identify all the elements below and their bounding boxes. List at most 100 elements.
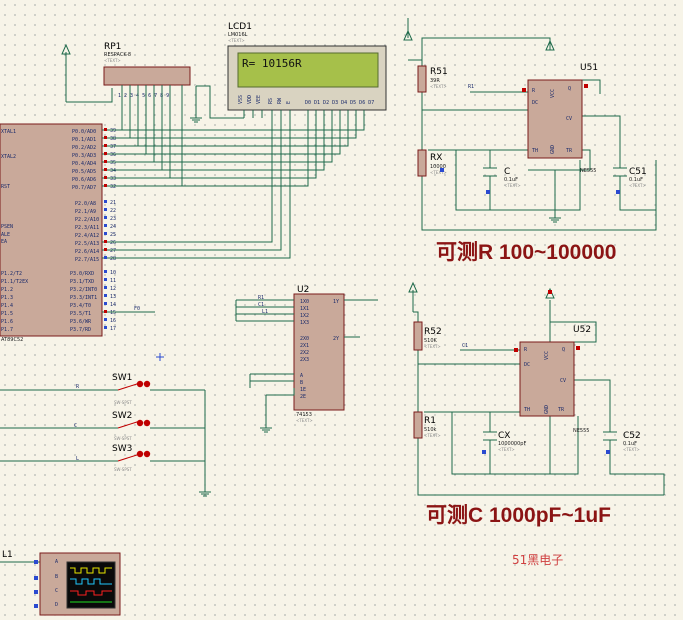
svg-text:B: B xyxy=(300,380,303,386)
svg-text:27: 27 xyxy=(110,248,116,254)
u52-ref: U52 xyxy=(573,325,591,335)
osc-r-markers xyxy=(440,84,620,194)
sw2-net: C xyxy=(74,423,77,429)
osc-r-net: R1 xyxy=(468,84,474,90)
u2-net-l1: L1 xyxy=(262,309,268,315)
svg-text:1X1: 1X1 xyxy=(300,306,309,312)
r1-value: 510k xyxy=(424,427,437,433)
lcd-pin-stubs xyxy=(243,110,365,118)
svg-text:P3.5/T1: P3.5/T1 xyxy=(70,311,91,317)
svg-text:2X0: 2X0 xyxy=(300,336,309,342)
sw2-ref: SW2 xyxy=(112,411,132,421)
svg-text:10: 10 xyxy=(110,270,116,276)
svg-text:RS: RS xyxy=(268,98,274,104)
svg-text:33: 33 xyxy=(110,176,116,182)
svg-text:P2.6/A14: P2.6/A14 xyxy=(75,249,99,255)
svg-text:P3.1/TXD: P3.1/TXD xyxy=(70,279,94,285)
u51-ref: U51 xyxy=(580,63,598,73)
svg-text:P2.5/A13: P2.5/A13 xyxy=(75,241,99,247)
switch-sw1[interactable]: SW1 R SW-SPST xyxy=(76,373,132,405)
svg-text:34: 34 xyxy=(110,168,116,174)
svg-text:P1.5: P1.5 xyxy=(1,311,13,317)
rp1-ref: RP1 xyxy=(104,42,121,52)
r52-value: 510K xyxy=(424,338,438,344)
svg-text:<TEXT>: <TEXT> xyxy=(430,84,447,89)
pin-markers xyxy=(104,128,107,329)
svg-text:P1.1/T2EX: P1.1/T2EX xyxy=(1,279,28,285)
c51-value: 0.1uF xyxy=(629,177,643,183)
svg-text:P0.0/AD0: P0.0/AD0 xyxy=(72,129,96,135)
svg-text:25: 25 xyxy=(110,232,116,238)
p3-f0-net: F0 xyxy=(102,306,155,313)
svg-text:<TEXT>: <TEXT> xyxy=(504,183,521,188)
lcd1[interactable]: LCD1 LM016L <TEXT> R= 10156R VSS VDD VEE… xyxy=(227,22,387,111)
svg-text:P0.6/AD6: P0.6/AD6 xyxy=(72,177,96,183)
svg-text:D: D xyxy=(55,602,58,608)
svg-text:XTAL1: XTAL1 xyxy=(1,129,16,135)
cx-ref: CX xyxy=(498,431,510,441)
svg-text:P1.2: P1.2 xyxy=(1,287,13,293)
svg-text:P3.7/RD: P3.7/RD xyxy=(70,327,91,333)
svg-text:12: 12 xyxy=(110,286,116,292)
u51[interactable]: U51 R DC TH TR Q CV VCC GND NE555 xyxy=(527,63,598,174)
sw3-part: SW-SPST xyxy=(114,467,132,472)
osc-r-resistors[interactable]: R51 39R <TEXT> RX 10000 <TEXT> C 0.1uF <… xyxy=(417,65,647,188)
u52[interactable]: U52 R DC TH TR Q CV VCC GND NE555 xyxy=(519,325,591,434)
osc-c-net: C1 xyxy=(462,343,468,349)
switch-sw2[interactable]: SW2 C SW-SPST xyxy=(74,411,132,441)
sw1-part: SW-SPST xyxy=(114,400,132,405)
svg-text:P0.3/AD3: P0.3/AD3 xyxy=(72,153,96,159)
lcd-screen xyxy=(237,52,379,88)
svg-text:GND: GND xyxy=(550,145,556,154)
mcu-net-f0: F0 xyxy=(134,306,140,312)
svg-text:P2.2/A10: P2.2/A10 xyxy=(75,217,99,223)
svg-text:R: R xyxy=(532,88,536,94)
r51-value: 39R xyxy=(430,78,440,84)
svg-text:P2.3/A11: P2.3/A11 xyxy=(75,225,99,231)
svg-text:TR: TR xyxy=(558,407,565,413)
svg-text:DC: DC xyxy=(532,100,538,106)
svg-text:RW: RW xyxy=(277,97,283,104)
switch-wires xyxy=(0,380,211,497)
lcd-ground xyxy=(190,85,244,123)
switch-sw3[interactable]: SW3 L SW-SPST xyxy=(76,444,132,472)
u2-part: 74153 xyxy=(296,412,312,418)
u2[interactable]: U2 1X0 1X1 1X2 1X3 2X0 2X1 2X2 2X3 A B 1… xyxy=(293,285,345,423)
svg-text:P2.7/A15: P2.7/A15 xyxy=(75,257,99,263)
c52-value: 0.1uF xyxy=(623,441,637,447)
svg-text:17: 17 xyxy=(110,326,116,332)
svg-text:<TEXT>: <TEXT> xyxy=(430,170,447,175)
mcu[interactable]: XTAL1 XTAL2 RST PSEN ALE EA P0.0/AD0 P0.… xyxy=(0,123,103,343)
lcd-text-placeholder: <TEXT> xyxy=(228,38,245,43)
c-ref: C xyxy=(504,167,510,177)
osc-c-markers xyxy=(482,290,610,454)
svg-text:B: B xyxy=(55,574,58,580)
label-range-c: 可测C 1000pF~1uF xyxy=(426,504,611,527)
svg-text:VSS: VSS xyxy=(238,95,244,104)
svg-text:35: 35 xyxy=(110,160,116,166)
svg-text:P0.5/AD5: P0.5/AD5 xyxy=(72,169,96,175)
sw2-part: SW-SPST xyxy=(114,436,132,441)
svg-text:ALE: ALE xyxy=(1,232,10,238)
osc-c-resistors[interactable]: R52 510K <TEXT> R1 510k <TEXT> CX 100000… xyxy=(413,321,641,452)
rp1[interactable]: RP1 RESPACK-8 <TEXT> 1 2 3 4 5 6 7 8 9 xyxy=(103,42,191,99)
svg-text:E: E xyxy=(286,101,292,104)
svg-text:VCC: VCC xyxy=(544,351,550,360)
svg-text:P0.7/AD7: P0.7/AD7 xyxy=(72,185,96,191)
svg-text:32: 32 xyxy=(110,184,116,190)
svg-text:28: 28 xyxy=(110,256,116,262)
rp1-text-placeholder: <TEXT> xyxy=(104,58,121,63)
r1-ref: R1 xyxy=(424,416,436,426)
label-range-r: 可测R 100~100000 xyxy=(436,241,616,264)
svg-text:2X2: 2X2 xyxy=(300,350,309,356)
svg-text:38: 38 xyxy=(110,136,116,142)
c-value: 0.1uF xyxy=(504,177,518,183)
svg-text:P1.2/T2: P1.2/T2 xyxy=(1,271,22,277)
svg-text:TH: TH xyxy=(532,148,538,154)
svg-text:2Y: 2Y xyxy=(333,336,339,342)
u2-net-r1: R1 xyxy=(258,295,264,301)
svg-text:A: A xyxy=(55,559,58,565)
oscilloscope[interactable]: L1 A B C D xyxy=(0,550,121,616)
